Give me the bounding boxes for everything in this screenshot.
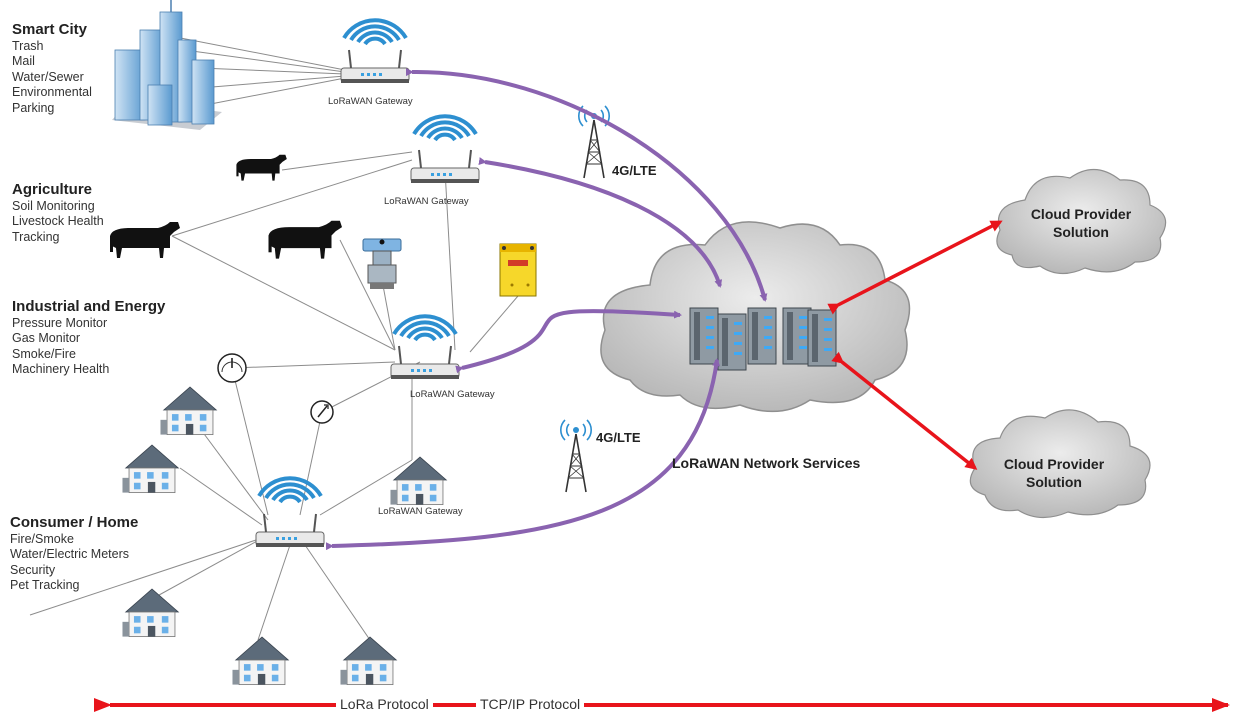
cloud-provider-cloud (996, 168, 1167, 275)
category-industrial-energy: Industrial and Energy Pressure Monitor G… (12, 299, 165, 378)
city-buildings-icon (112, 0, 222, 130)
category-item: Soil Monitoring (12, 198, 95, 213)
category-title: Agriculture (12, 181, 93, 198)
gauge-icon (217, 353, 247, 383)
gateway-icon (340, 18, 410, 84)
house-icon (390, 456, 447, 506)
category-title: Consumer / Home (10, 514, 139, 531)
category-consumer-home: Consumer / Home Fire/Smoke Water/Electri… (10, 515, 138, 594)
category-item: Trash (12, 38, 44, 53)
category-item: Environmental (12, 85, 92, 99)
cloud-provider-line: Solution (1026, 474, 1082, 490)
cow-icon (268, 220, 342, 259)
category-item: Security (10, 562, 56, 577)
gateway-icon (255, 476, 325, 548)
cloud-provider-cloud (969, 409, 1151, 519)
category-item: Pressure Monitor (12, 315, 108, 330)
gateway-label: LoRaWAN Gateway (378, 506, 463, 517)
cloud-provider-line: Cloud Provider (1030, 206, 1132, 222)
gauge-icon (310, 400, 334, 424)
category-item: Tracking (12, 229, 60, 244)
category-item: Machinery Health (12, 362, 110, 376)
gateway-label: LoRaWAN Gateway (410, 389, 495, 400)
cloud-provider-label: Cloud Provider Solution (1022, 205, 1140, 241)
category-item: Fire/Smoke (10, 531, 74, 546)
category-item: Gas Monitor (12, 331, 81, 345)
house-icon (122, 588, 179, 638)
category-item: Smoke/Fire (12, 346, 76, 361)
house-icon (340, 636, 397, 686)
gateway-icon (390, 314, 460, 380)
backhaul-arrows (325, 68, 768, 551)
category-item: Water/Electric Meters (10, 547, 130, 561)
tower-label: 4G/LTE (596, 430, 641, 445)
category-item: Livestock Health (12, 214, 104, 228)
cow-icon (236, 154, 287, 181)
category-title: Smart City (12, 21, 88, 38)
gateway-label: LoRaWAN Gateway (384, 196, 469, 207)
house-icon (232, 636, 289, 686)
category-agriculture: Agriculture Soil Monitoring Livestock He… (12, 182, 104, 245)
gateway-label: LoRaWAN Gateway (328, 96, 413, 107)
server-rack-icon (689, 307, 837, 371)
tcpip-protocol-label: TCP/IP Protocol (476, 696, 585, 712)
house-icon (160, 386, 217, 436)
cell-tower-icon (559, 419, 593, 493)
cloud-provider-line: Cloud Provider (1003, 456, 1105, 472)
category-item: Parking (12, 100, 55, 115)
category-item: Pet Tracking (10, 578, 80, 592)
lora-protocol-label: LoRa Protocol (336, 696, 433, 712)
category-item: Mail (12, 54, 35, 68)
category-item: Water/Sewer (12, 69, 84, 84)
category-title: Industrial and Energy (12, 298, 166, 315)
tower-label: 4G/LTE (612, 163, 657, 178)
gateway-icon (410, 114, 480, 184)
pressure-sensor-icon (362, 238, 402, 289)
house-icon (122, 444, 179, 494)
cloud-provider-label: Cloud Provider Solution (995, 455, 1113, 491)
cloud-links (827, 220, 1003, 470)
cloud-provider-line: Solution (1053, 224, 1109, 240)
cow-icon (110, 222, 180, 258)
gas-sensor-icon (499, 243, 537, 297)
network-services-label: LoRaWAN Network Services (672, 455, 861, 471)
category-smart-city: Smart City Trash Mail Water/Sewer Enviro… (12, 22, 92, 116)
